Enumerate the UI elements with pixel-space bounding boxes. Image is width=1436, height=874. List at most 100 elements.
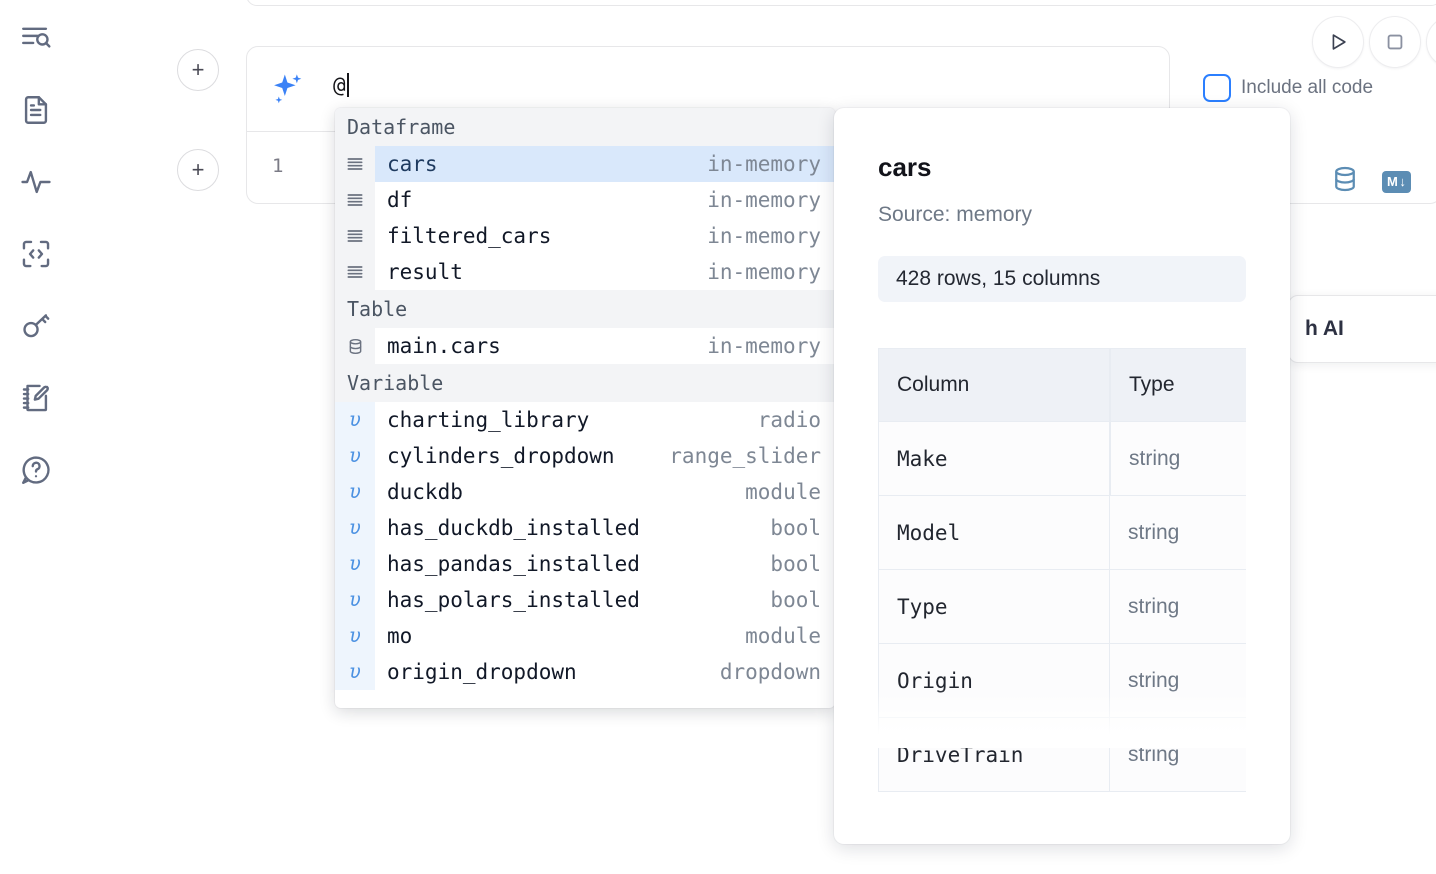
- autocomplete-item-type: module: [745, 624, 821, 648]
- autocomplete-item-name: filtered_cars: [387, 224, 552, 248]
- column-name-cell: Type: [878, 570, 1110, 644]
- autocomplete-item-name: duckdb: [387, 480, 463, 504]
- column-type-cell: string: [1110, 718, 1246, 792]
- autocomplete-item-type: module: [745, 480, 821, 504]
- autocomplete-item-name: result: [387, 260, 463, 284]
- autocomplete-item-type: in-memory: [707, 224, 821, 248]
- autocomplete-item[interactable]: υ has_duckdb_installed bool: [335, 510, 835, 546]
- column-name-cell: Make: [878, 422, 1110, 496]
- variable-icon: υ: [335, 546, 375, 582]
- stop-button[interactable]: [1369, 16, 1421, 68]
- autocomplete-item-type: bool: [770, 516, 821, 540]
- ai-prompt-value: @: [333, 73, 346, 97]
- autocomplete-detail-panel: cars Source: memory 428 rows, 15 columns…: [834, 108, 1290, 844]
- column-type-cell: string: [1110, 644, 1246, 718]
- ai-prompt-input[interactable]: @: [333, 73, 349, 97]
- autocomplete-item-name: has_pandas_installed: [387, 552, 640, 576]
- cell-icon-group: M↓: [1330, 164, 1412, 199]
- variable-icon: υ: [335, 510, 375, 546]
- autocomplete-item[interactable]: main.cars in-memory: [335, 328, 835, 364]
- dataframe-icon: [335, 254, 375, 290]
- variable-icon: υ: [335, 654, 375, 690]
- code-brackets-icon[interactable]: [12, 230, 60, 278]
- dataframe-icon: [335, 218, 375, 254]
- autocomplete-item-name: cylinders_dropdown: [387, 444, 615, 468]
- file-search-icon[interactable]: [12, 14, 60, 62]
- key-icon[interactable]: [12, 302, 60, 350]
- autocomplete-group-header: Variable: [335, 364, 835, 402]
- autocomplete-item-type: radio: [757, 408, 821, 432]
- autocomplete-item-type: dropdown: [719, 660, 821, 684]
- autocomplete-group-header: Dataframe: [335, 108, 835, 146]
- left-icon-rail: [0, 0, 72, 874]
- autocomplete-item[interactable]: υ charting_library radio: [335, 402, 835, 438]
- table-header-cell: Column: [878, 348, 1110, 422]
- autocomplete-item-type: in-memory: [707, 334, 821, 358]
- autocomplete-item[interactable]: result in-memory: [335, 254, 835, 290]
- table-icon: [335, 328, 375, 364]
- column-type-cell: string: [1110, 570, 1246, 644]
- run-button[interactable]: [1312, 16, 1364, 68]
- column-name-cell: Origin: [878, 644, 1110, 718]
- markdown-icon[interactable]: M↓: [1382, 170, 1412, 193]
- include-all-code-row[interactable]: Include all code: [1203, 74, 1373, 102]
- more-actions-button[interactable]: [1426, 16, 1436, 68]
- dataframe-icon: [335, 146, 375, 182]
- variable-icon: υ: [335, 474, 375, 510]
- variable-icon: υ: [335, 582, 375, 618]
- ai-suggestion-card[interactable]: h AI: [1288, 295, 1436, 363]
- sparkles-icon: [269, 71, 307, 114]
- autocomplete-item-name: mo: [387, 624, 413, 648]
- previous-cell: [246, 0, 1436, 6]
- autocomplete-item[interactable]: cars in-memory: [335, 146, 835, 182]
- autocomplete-item-name: has_polars_installed: [387, 588, 640, 612]
- help-chat-icon[interactable]: [12, 446, 60, 494]
- add-cell-button-top[interactable]: +: [177, 49, 219, 91]
- include-all-code-checkbox[interactable]: [1203, 74, 1231, 102]
- markdown-badge-text: M: [1387, 173, 1399, 189]
- autocomplete-item-type: in-memory: [707, 260, 821, 284]
- activity-icon[interactable]: [12, 158, 60, 206]
- autocomplete-item-name: df: [387, 188, 413, 212]
- autocomplete-item-type: in-memory: [707, 188, 821, 212]
- notebook-edit-icon[interactable]: [12, 374, 60, 422]
- column-name-cell: Model: [878, 496, 1110, 570]
- include-all-code-label: Include all code: [1241, 77, 1374, 98]
- line-number: 1: [272, 155, 284, 177]
- autocomplete-item[interactable]: filtered_cars in-memory: [335, 218, 835, 254]
- autocomplete-group-header: Table: [335, 290, 835, 328]
- autocomplete-item-name: cars: [387, 152, 438, 176]
- autocomplete-item[interactable]: υ has_polars_installed bool: [335, 582, 835, 618]
- table-header-cell: Type: [1110, 348, 1246, 422]
- autocomplete-item-name: charting_library: [387, 408, 590, 432]
- autocomplete-item[interactable]: df in-memory: [335, 182, 835, 218]
- add-cell-button-bottom[interactable]: +: [177, 149, 219, 191]
- database-icon[interactable]: [1330, 164, 1360, 199]
- autocomplete-item-name: origin_dropdown: [387, 660, 577, 684]
- ai-suggestion-card-label: h AI: [1305, 317, 1344, 340]
- autocomplete-item-type: in-memory: [707, 152, 821, 176]
- document-icon[interactable]: [12, 86, 60, 134]
- autocomplete-item-name: main.cars: [387, 334, 501, 358]
- autocomplete-item-type: bool: [770, 588, 821, 612]
- autocomplete-item-type: range_slider: [669, 444, 821, 468]
- variable-icon: υ: [335, 402, 375, 438]
- autocomplete-item-name: has_duckdb_installed: [387, 516, 640, 540]
- column-type-cell: string: [1110, 496, 1246, 570]
- text-caret: [346, 73, 349, 97]
- autocomplete-item[interactable]: υ origin_dropdown dropdown: [335, 654, 835, 690]
